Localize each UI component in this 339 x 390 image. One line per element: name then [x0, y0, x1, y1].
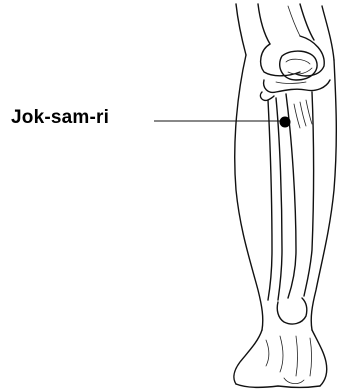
knee-joint: [261, 36, 330, 92]
acupoint-label: Jok-sam-ri: [11, 107, 109, 129]
patella: [280, 51, 317, 80]
acupoint-marker: [280, 117, 291, 128]
femur-outline: [236, 4, 334, 60]
foot-outline: [234, 298, 327, 388]
leg-outline: [235, 55, 337, 330]
fibula: [260, 92, 282, 300]
